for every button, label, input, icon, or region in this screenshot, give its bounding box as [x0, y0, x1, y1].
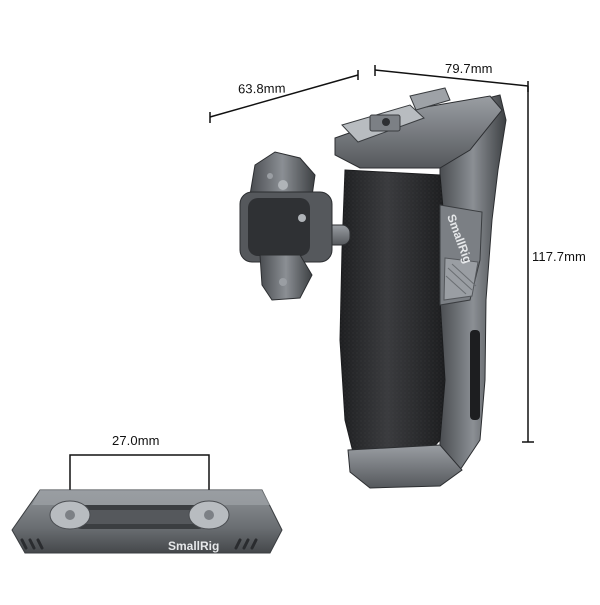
dimension-lines [69, 65, 534, 490]
grip-logo-badge: SmallRig [439, 204, 483, 306]
plate-spacing-bracket [69, 454, 210, 490]
plate-brand-logo: SmallRig [168, 539, 219, 553]
width-dimension-line [374, 69, 529, 87]
side-handle: SmallRig [334, 87, 507, 489]
rotating-mount [239, 151, 351, 301]
height-dimension-label: 117.7mm [532, 249, 586, 264]
mounting-plate: SmallRig [11, 489, 283, 554]
depth-dimension-label: 63.8mm [237, 80, 286, 97]
plate-screws [49, 500, 230, 530]
plate-spacing-label: 27.0mm [112, 433, 160, 448]
width-dimension-label: 79.7mm [445, 61, 493, 76]
depth-dimension-line [209, 74, 359, 118]
